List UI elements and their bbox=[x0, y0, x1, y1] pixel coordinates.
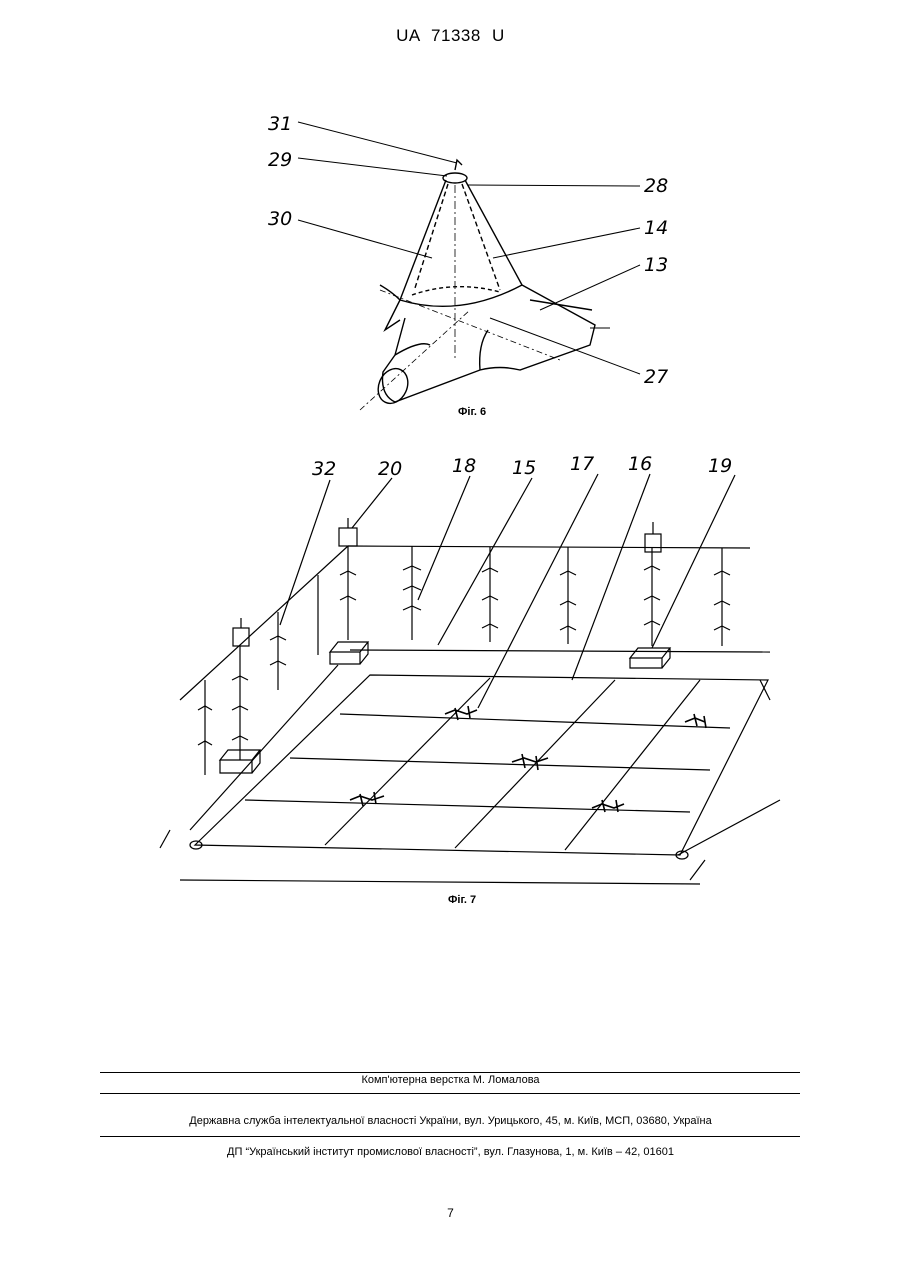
label-20: 20 bbox=[378, 458, 402, 480]
label-32: 32 bbox=[312, 458, 336, 480]
label-18: 18 bbox=[452, 455, 476, 477]
layout-credit: Комп'ютерна верстка М. Ломалова bbox=[0, 1074, 901, 1086]
label-17: 17 bbox=[570, 453, 594, 475]
page-number: 7 bbox=[0, 1206, 901, 1220]
footer-rule-top bbox=[100, 1072, 800, 1073]
institute-address: ДП “Український інститут промислової вла… bbox=[0, 1146, 901, 1158]
label-19: 19 bbox=[708, 455, 732, 477]
figure-7-drawing: 32 20 18 15 17 16 19 bbox=[0, 0, 901, 920]
agency-address: Державна служба інтелектуальної власност… bbox=[0, 1115, 901, 1127]
figure-7-caption: Фіг. 7 bbox=[448, 894, 476, 906]
footer-rule-middle bbox=[100, 1093, 800, 1094]
footer-rule-bottom bbox=[100, 1136, 800, 1137]
label-16: 16 bbox=[628, 453, 652, 475]
label-15: 15 bbox=[512, 457, 536, 479]
